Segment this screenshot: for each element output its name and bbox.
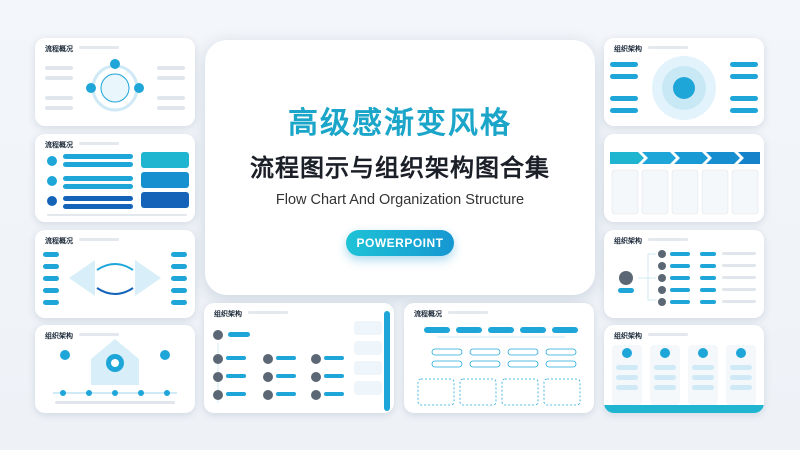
side-pill (43, 264, 59, 269)
hero-title: 高级感渐变风格 (288, 106, 512, 141)
thumb-title: 流程概况 (45, 237, 73, 245)
step-dot (47, 156, 57, 166)
thumb-left-2[interactable]: 流程概况 (35, 134, 195, 222)
thumb-title: 组织架构 (614, 332, 642, 340)
thumb-title: 流程概况 (45, 45, 73, 53)
step-pill (63, 154, 133, 159)
thumb-bottom-1[interactable]: 组织架构 (204, 303, 394, 413)
thumb-subtitle-bar (79, 142, 119, 145)
thumb-subtitle-bar (648, 238, 688, 241)
thumb-subtitle-bar (79, 46, 119, 49)
hero-card: 高级感渐变风格 流程图示与组织架构图合集 Flow Chart And Orga… (205, 40, 595, 295)
arrow-diagram (69, 260, 161, 296)
thumb-right-4[interactable]: 组织架构 (604, 325, 764, 413)
step-card (141, 152, 189, 168)
thumb-title: 流程概况 (45, 141, 73, 149)
step-pill (63, 196, 133, 201)
hero-subtitle-cn: 流程图示与组织架构图合集 (250, 154, 550, 182)
thumb-subtitle-bar (648, 333, 688, 336)
thumb-subtitle-bar (248, 311, 288, 314)
thumb-title: 组织架构 (614, 45, 642, 53)
thumb-left-1[interactable]: 流程概况 (35, 38, 195, 126)
thumb-right-1[interactable]: 组织架构 (604, 38, 764, 126)
powerpoint-button[interactable]: POWERPOINT (346, 230, 454, 256)
tree-org (618, 250, 756, 306)
step-dot (47, 196, 57, 206)
radial-org (610, 56, 758, 120)
thumb-title: 组织架构 (45, 332, 73, 340)
chevron-process (610, 152, 760, 215)
flow-tree (417, 327, 581, 406)
side-pill (43, 252, 59, 257)
step-dot (47, 176, 57, 186)
thumb-right-2[interactable] (604, 134, 764, 222)
side-pill (171, 252, 187, 257)
step-pill (63, 184, 133, 189)
thumb-subtitle-bar (648, 46, 688, 49)
footer-line (47, 214, 187, 216)
column-cards (604, 345, 764, 413)
side-pill (171, 264, 187, 269)
side-pill (43, 276, 59, 281)
thumb-subtitle-bar (79, 333, 119, 336)
target-diagram (53, 339, 177, 404)
side-pill (43, 288, 59, 293)
step-pill (63, 176, 133, 181)
thumb-right-3[interactable]: 组织架构 (604, 230, 764, 318)
step-card (141, 172, 189, 188)
thumb-left-4[interactable]: 组织架构 (35, 325, 195, 413)
cycle-diagram (45, 59, 185, 112)
thumb-title: 组织架构 (614, 237, 642, 245)
side-pill (43, 300, 59, 305)
side-pill (171, 288, 187, 293)
hero-subtitle-en: Flow Chart And Organization Structure (275, 192, 525, 208)
thumb-title: 组织架构 (214, 310, 242, 318)
side-pill (171, 276, 187, 281)
org-chart (213, 311, 390, 411)
step-pill (63, 162, 133, 167)
step-card (141, 192, 189, 208)
thumb-title: 流程概况 (414, 310, 442, 318)
thumb-bottom-2[interactable]: 流程概况 (404, 303, 594, 413)
thumb-subtitle-bar (79, 238, 119, 241)
thumb-left-3[interactable]: 流程概况 (35, 230, 195, 318)
side-pill (171, 300, 187, 305)
step-pill (63, 204, 133, 209)
thumb-subtitle-bar (448, 311, 488, 314)
